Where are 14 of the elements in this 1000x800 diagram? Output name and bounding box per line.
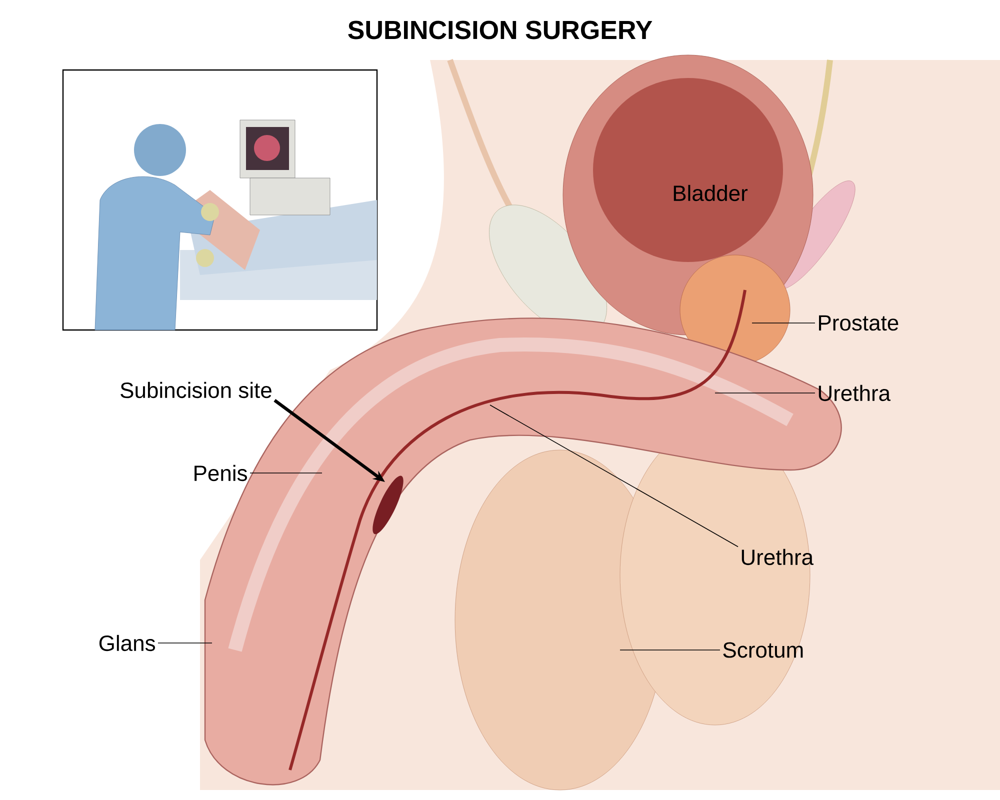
part-label: Urethra — [818, 384, 891, 402]
part-label: Penis — [194, 464, 247, 482]
part-label: Glans — [99, 634, 155, 652]
leader-line — [752, 322, 816, 324]
leader-line — [250, 472, 322, 474]
part-label: Urethra — [742, 548, 814, 566]
leader-line — [490, 404, 738, 548]
leader-line — [714, 392, 816, 394]
part-label: Subincision site — [120, 382, 272, 398]
part-label: Bladder — [674, 184, 748, 202]
title: SUBINCISION SURGERY — [348, 20, 652, 40]
leader-line — [158, 642, 212, 644]
part-label: Scrotum — [723, 642, 803, 658]
part-label: Prostate — [819, 315, 898, 331]
